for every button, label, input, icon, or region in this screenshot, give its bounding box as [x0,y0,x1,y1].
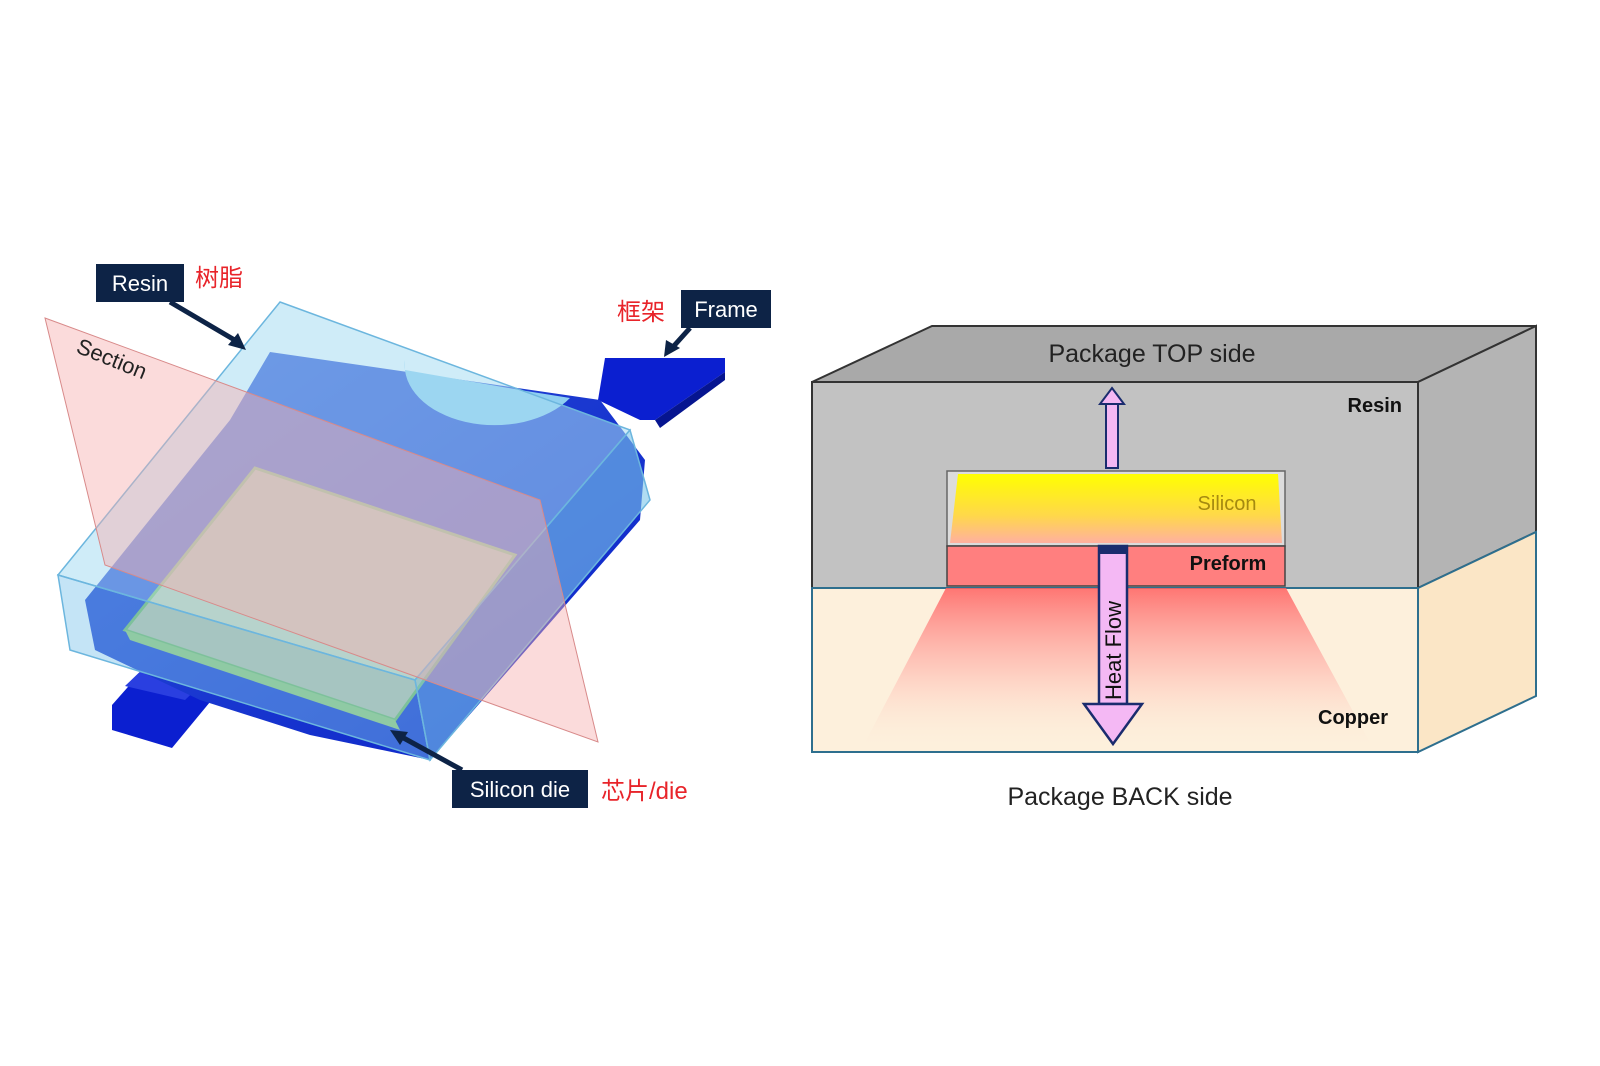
frame-arrow-line [670,326,692,350]
resin-arrow-head [228,333,246,350]
frame-arrow-head [664,340,680,357]
right-package-section [811,324,1537,754]
heat-flow-label: Heat Flow [1101,601,1126,700]
resin-arrow-line [168,299,240,345]
frame-callout: Frame 框架 [617,290,771,357]
copper-layer-label: Copper [1318,707,1388,729]
silicon-die-arrow-head [390,730,408,745]
heat-up-arrow [1098,386,1126,469]
frame-lead-tab-side [655,372,725,428]
heat-flow-arrow: Heat Flow [1081,544,1145,747]
silicon-die-arrow-line [398,733,464,773]
left-package-3d [44,301,725,762]
heat-flow-arrow-head [1081,702,1145,747]
package-top-side-label: Package TOP side [1048,340,1255,368]
frame-lead-tab [598,358,725,420]
silicon-die-edge [125,630,400,730]
resin-box-front [57,573,431,762]
section-plane [44,317,599,743]
frame-cn-label: 框架 [617,299,665,326]
silicon-die-callout: Silicon die 芯片/die [390,730,688,808]
silicon-die-label-box [452,770,588,808]
frame-label: Frame [694,297,758,322]
heat-flow-arrow-cap [1099,546,1127,554]
resin-label-box [96,264,184,302]
package-back-side-label: Package BACK side [1007,783,1232,811]
heat-up-arrow-head [1098,386,1126,405]
resin-cn-label: 树脂 [195,265,243,292]
preform-layer-label: Preform [1190,553,1267,575]
resin-layer-label: Resin [1348,395,1402,417]
resin-callout: Resin 树脂 [96,264,246,350]
frame-label-box [681,290,771,328]
silicon-die-cn-label: 芯片/die [601,778,688,805]
heat-up-arrow-shaft [1105,403,1119,469]
silicon-die-label: Silicon die [470,777,570,802]
silicon-fill [950,474,1282,543]
resin-label: Resin [112,271,168,296]
silicon-layer-label: Silicon [1198,493,1257,515]
